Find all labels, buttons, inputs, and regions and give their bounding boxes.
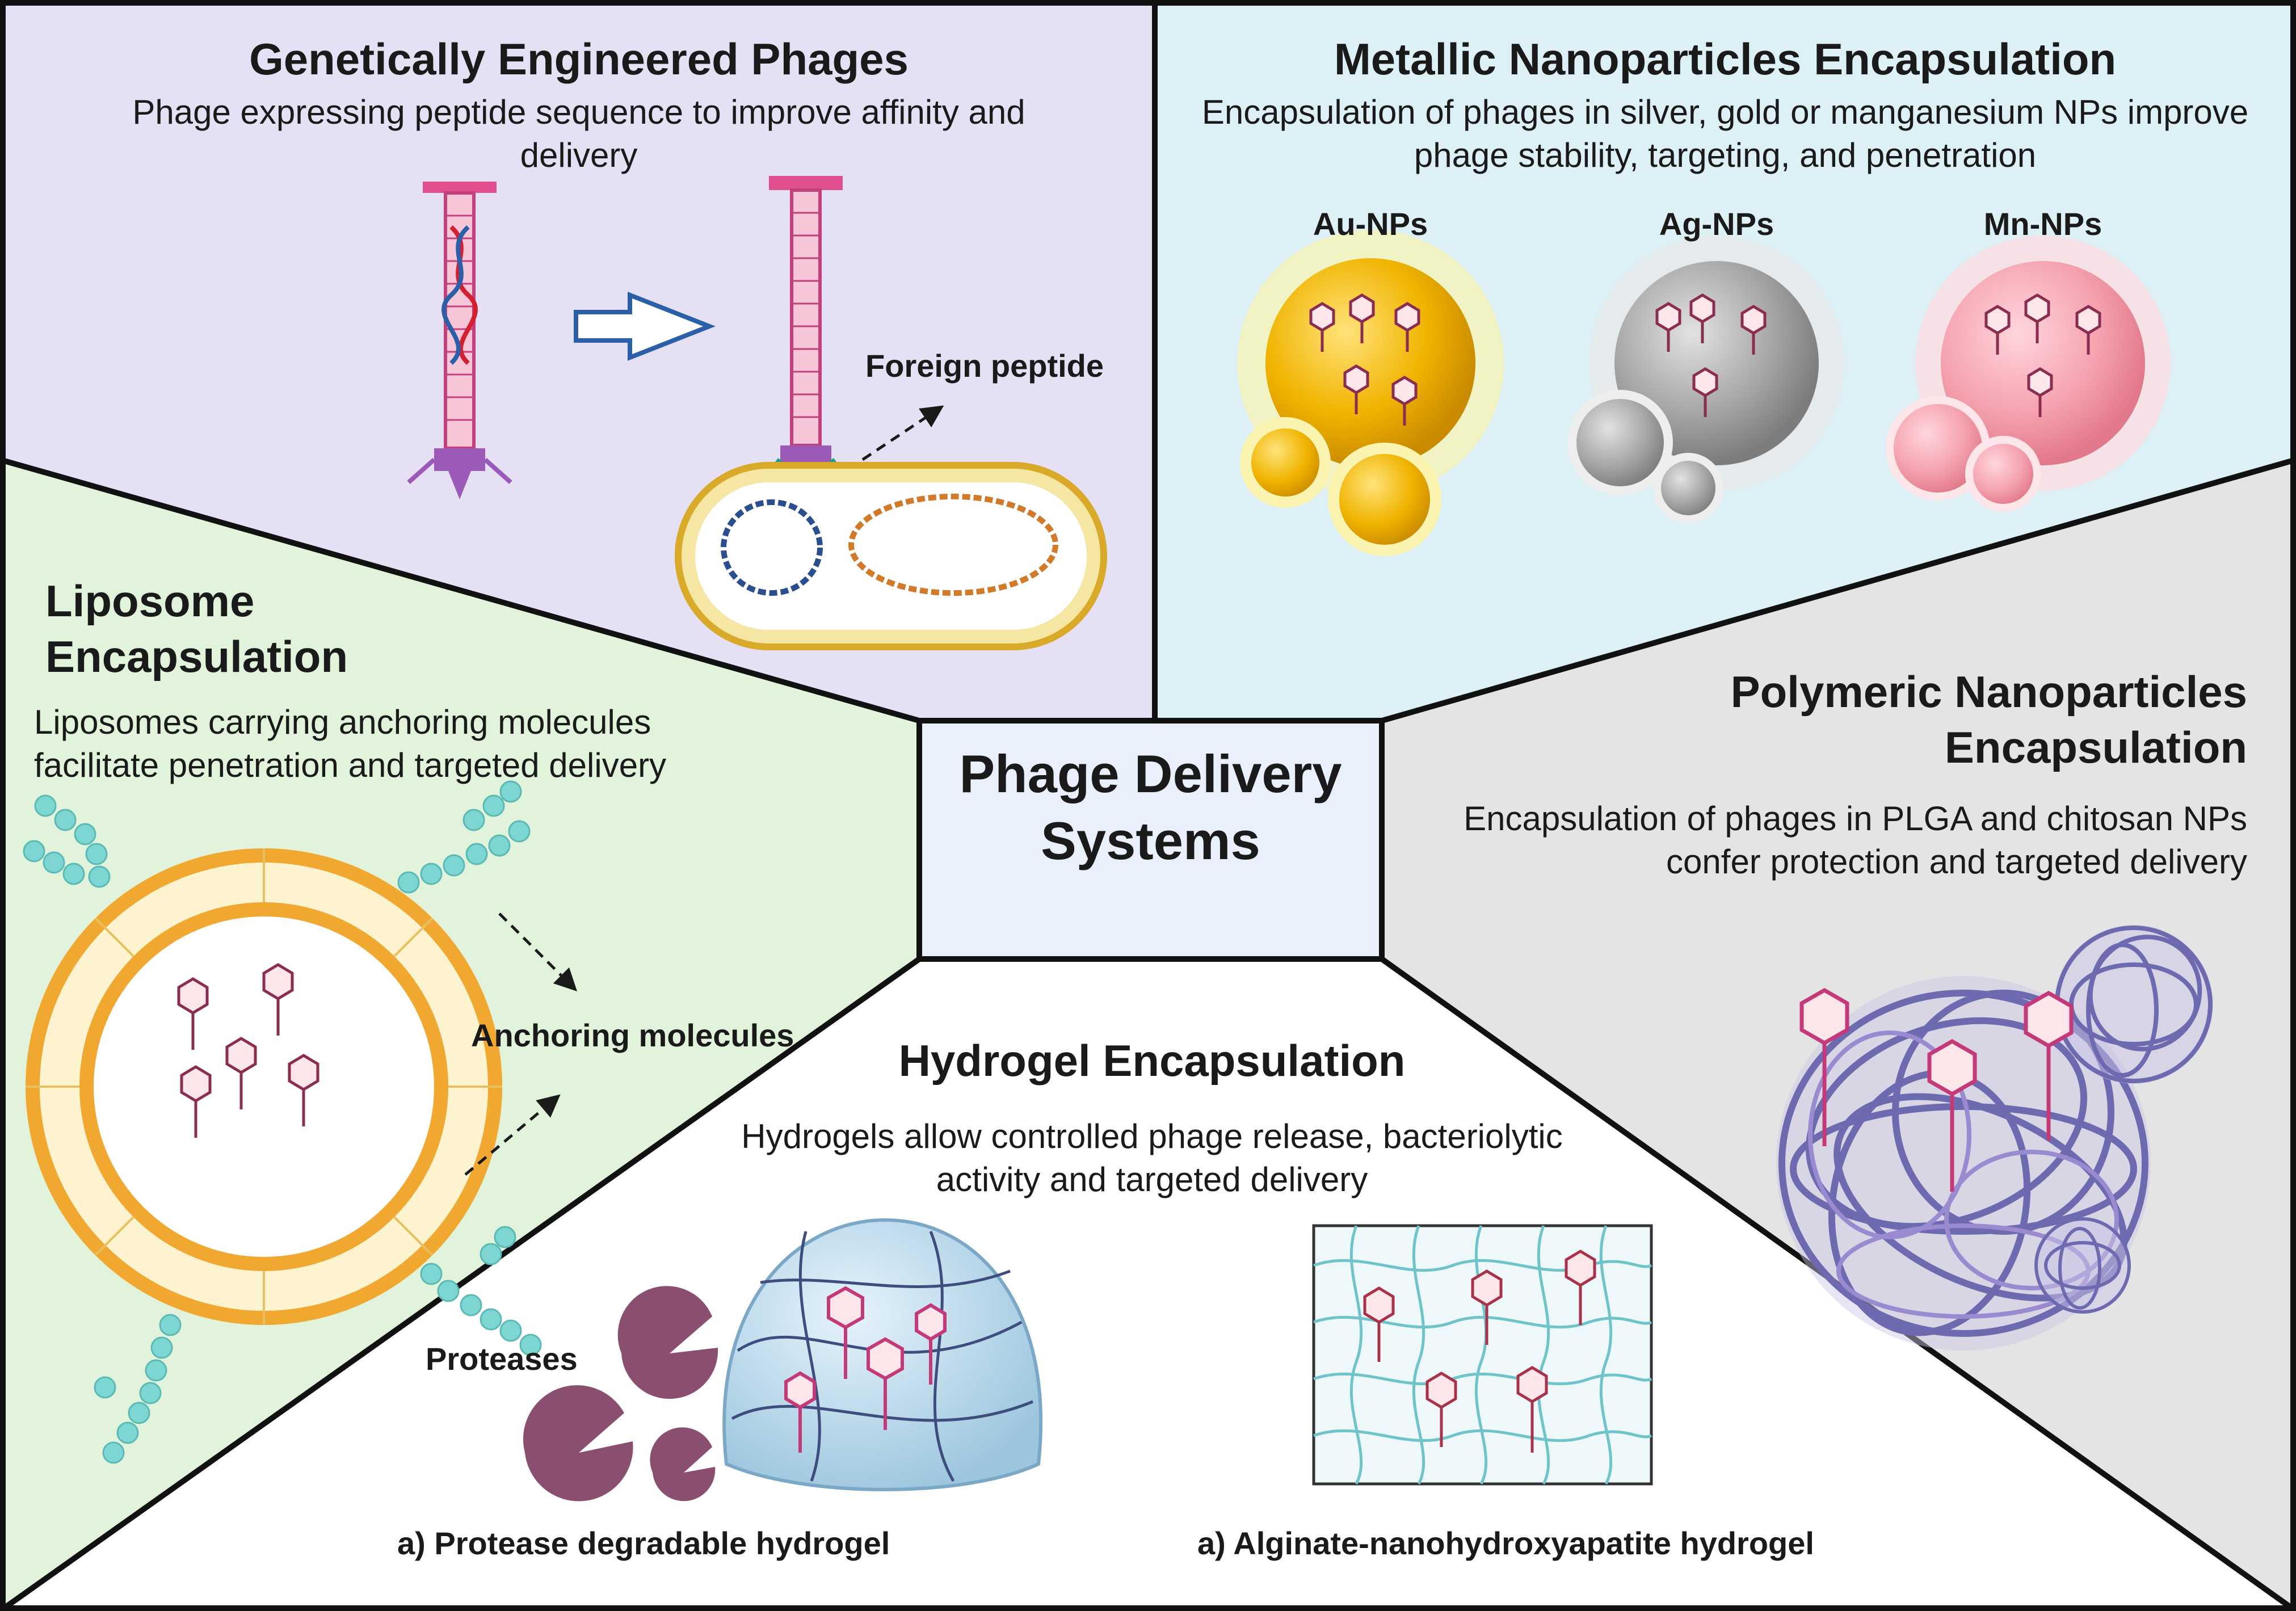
engineered-phage-illustration bbox=[758, 176, 854, 490]
center-box bbox=[916, 718, 1385, 962]
anchoring-molecules bbox=[23, 780, 542, 1464]
foreign-peptide-pointer bbox=[861, 405, 944, 461]
polymeric-phages bbox=[1799, 987, 2074, 1192]
liposome-phages bbox=[177, 963, 319, 1138]
proteases-label: Proteases bbox=[426, 1341, 578, 1377]
polymeric-description: Encapsulation of phages in PLGA and chit… bbox=[1464, 800, 2247, 881]
alginate-hydrogel-panel bbox=[1312, 1224, 1653, 1486]
mn-np-label: Mn-NPs bbox=[1983, 206, 2102, 242]
hydrogel-title: Hydrogel Encapsulation bbox=[898, 1036, 1406, 1086]
encapsulated-phages bbox=[1309, 293, 2101, 426]
hydrogel-description: Hydrogels allow controlled phage release… bbox=[741, 1117, 1563, 1198]
ag-np-label: Ag-NPs bbox=[1659, 206, 1774, 242]
polymeric-title: Polymeric Nanoparticles Encapsulation bbox=[1730, 667, 2247, 772]
metallic-description: Encapsulation of phages in silver, gold … bbox=[1201, 93, 2249, 174]
genetic-title: Genetically Engineered Phages bbox=[249, 34, 909, 84]
polymeric-nanoparticle-illustration bbox=[1776, 925, 2213, 1351]
au-np-label: Au-NPs bbox=[1313, 206, 1428, 242]
liposome-title: Liposome Encapsulation bbox=[45, 576, 348, 682]
bacterium-illustration bbox=[675, 462, 1107, 650]
alginate-hydrogel-caption: a) Alginate-nanohydroxyapatite hydrogel bbox=[1197, 1525, 1814, 1561]
protease-hydrogel-dome bbox=[722, 1218, 1042, 1491]
liposome-description: Liposomes carrying anchoring molecules f… bbox=[34, 703, 667, 784]
transform-arrow bbox=[574, 292, 716, 361]
protease-hydrogel-caption: a) Protease degradable hydrogel bbox=[397, 1525, 890, 1561]
foreign-peptide-label: Foreign peptide bbox=[865, 348, 1104, 384]
anchoring-molecules-label: Anchoring molecules bbox=[471, 1017, 794, 1053]
liposome-illustration bbox=[26, 848, 502, 1325]
metallic-title: Metallic Nanoparticles Encapsulation bbox=[1334, 34, 2117, 84]
center-title: Phage Delivery Systems bbox=[959, 744, 1342, 870]
protease-enzymes bbox=[523, 1286, 718, 1501]
genetic-description: Phage expressing peptide sequence to imp… bbox=[132, 93, 1025, 174]
phage-with-dna-illustration bbox=[407, 182, 512, 499]
anchoring-pointers bbox=[464, 912, 578, 1176]
